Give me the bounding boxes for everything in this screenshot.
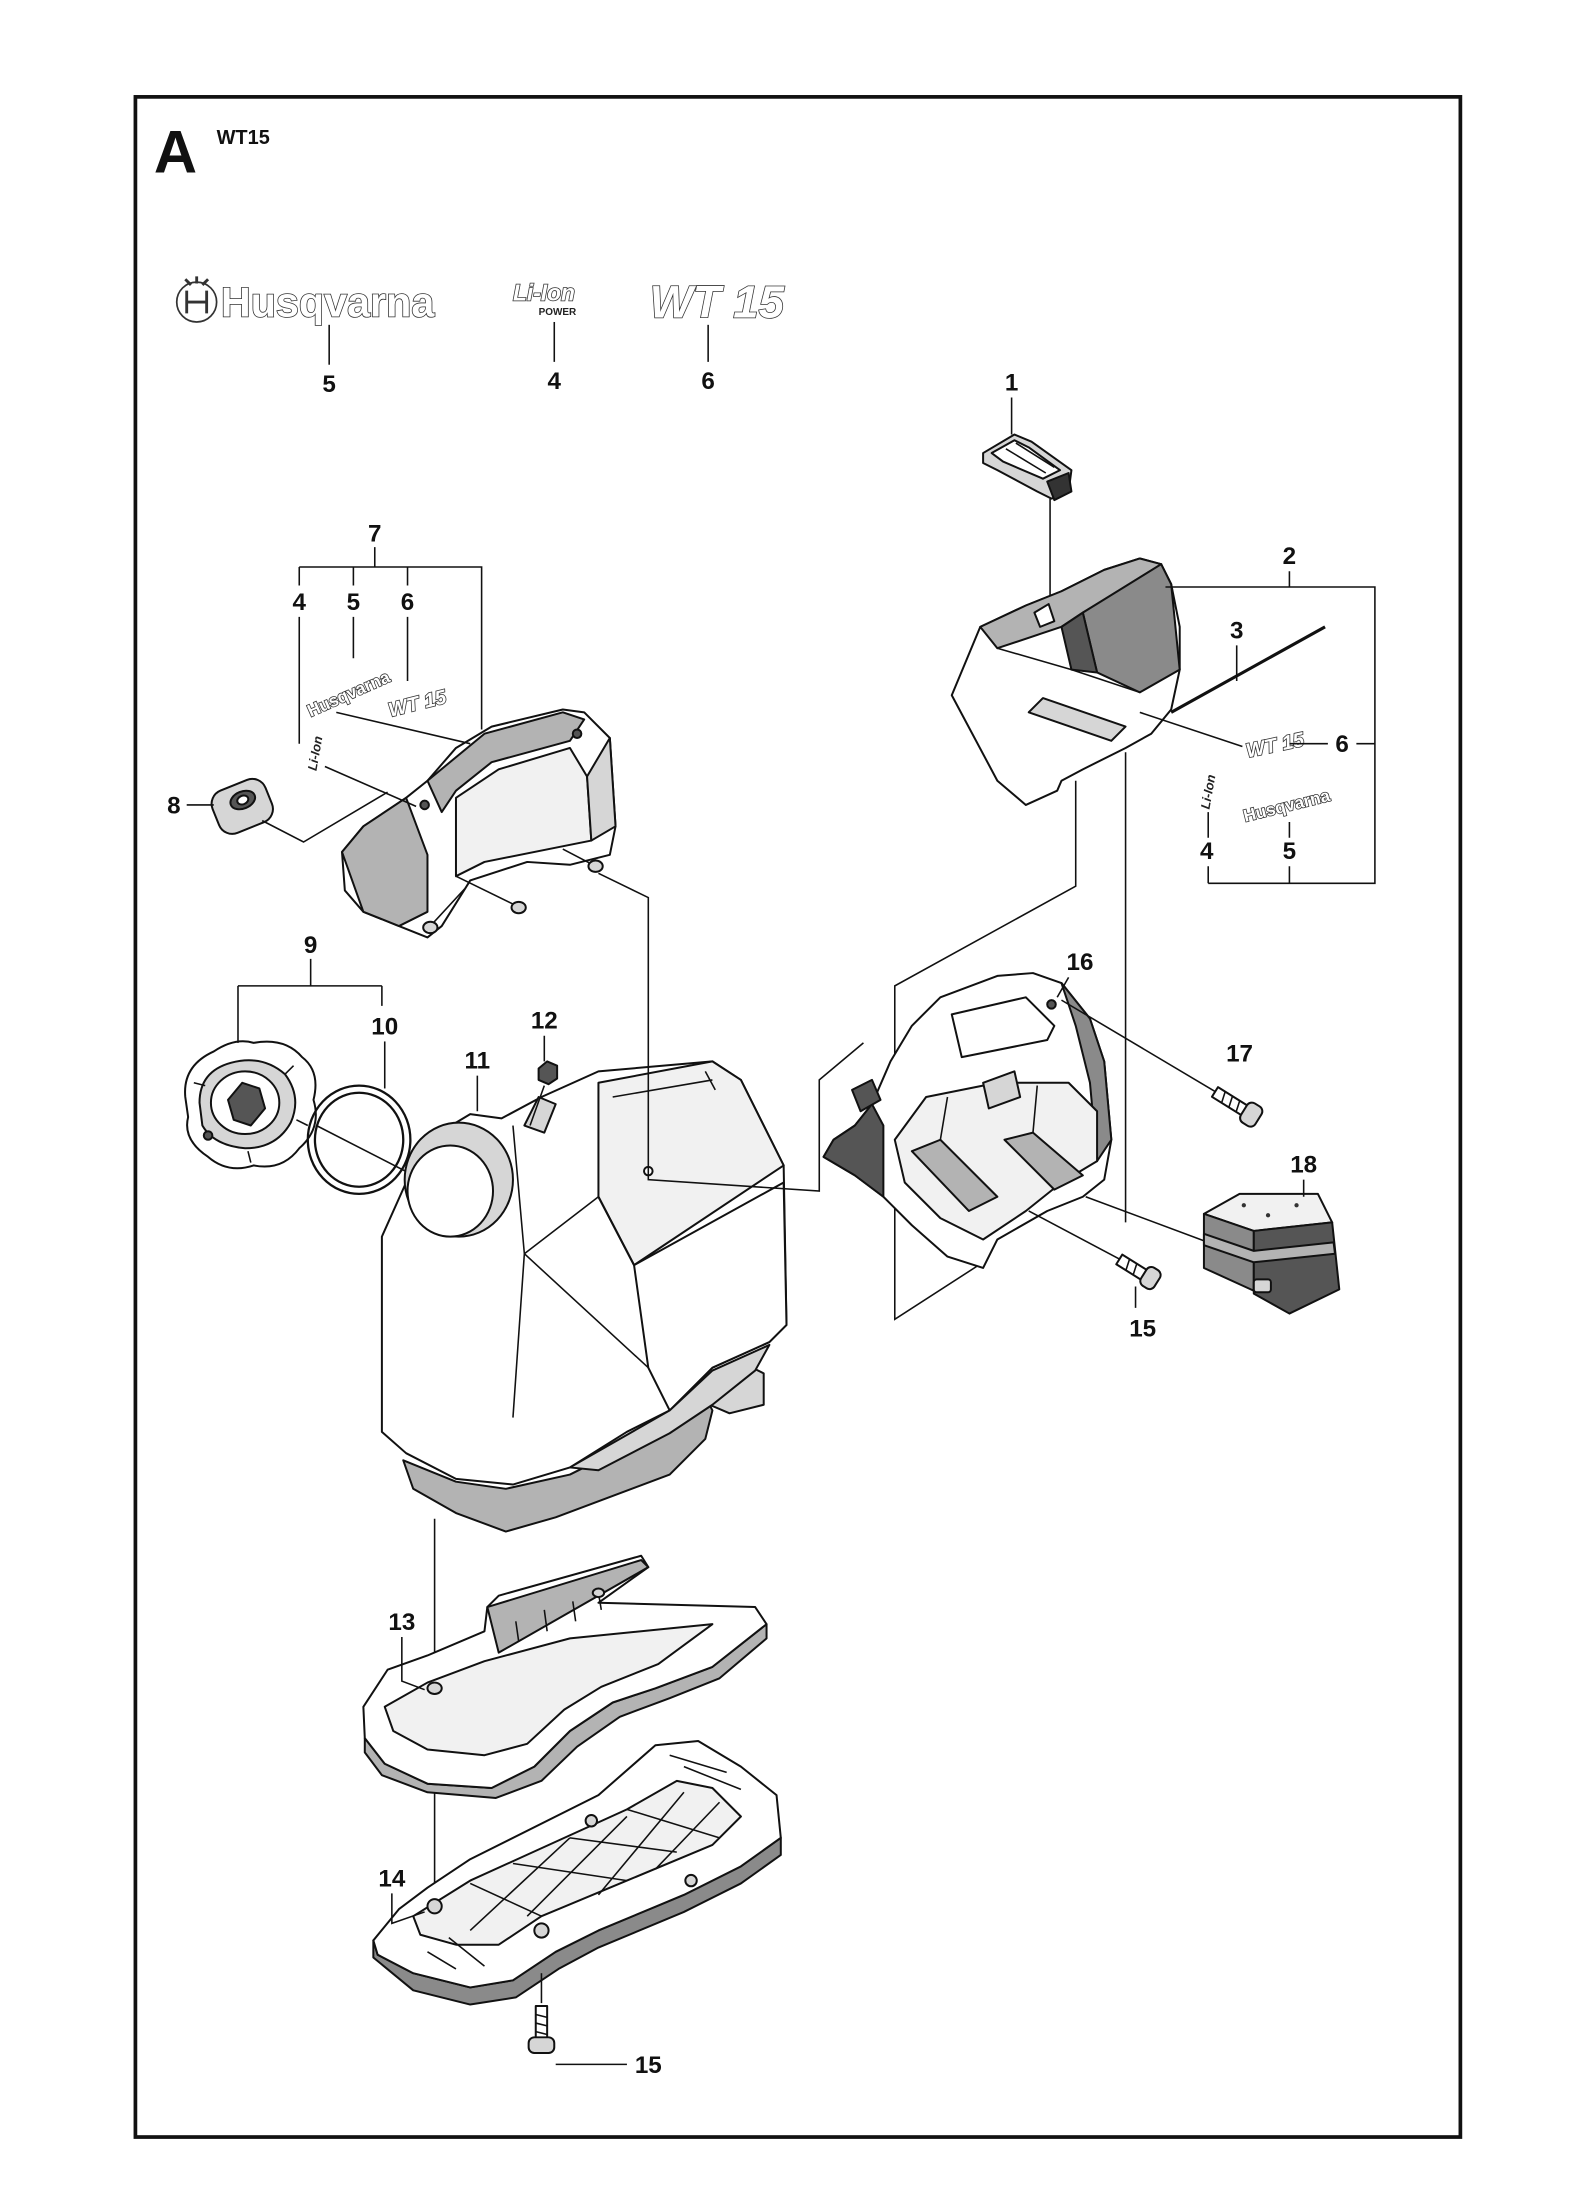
callout-part-18: 18 (1290, 1152, 1317, 1179)
part-3-rod (1170, 625, 1326, 714)
leader-line (1139, 711, 1243, 748)
diagram-frame (133, 95, 1463, 2139)
husqvarna-logo: Husqvarna (175, 276, 436, 326)
part-16-battery-holder (822, 972, 1113, 1269)
callout-part-12: 12 (531, 1008, 558, 1035)
part-2-husqvarna-decal: Husqvarna (1242, 786, 1333, 826)
part-1-clip (982, 433, 1073, 502)
callout-logo-wt15: 6 (701, 368, 714, 395)
part-7-li-ion-decal: Li-Ion (305, 735, 326, 772)
part-2-cover (950, 557, 1181, 806)
part-15-screw-bottom (527, 2004, 556, 2054)
li-ion-logo: Li-Ion POWER (512, 279, 577, 318)
part-8-button (210, 777, 274, 835)
callout-part-7-husqvarna: 5 (347, 589, 360, 616)
part-2-li-ion-decal: Li-Ion (1198, 773, 1219, 810)
callout-part-14: 14 (378, 1865, 405, 1892)
leader-line (1056, 976, 1070, 998)
leader-line (1028, 1210, 1126, 1263)
li-ion-logo-text: Li-Ion (513, 280, 575, 306)
part-12-nut (537, 1060, 559, 1086)
callout-part-16: 16 (1067, 949, 1094, 976)
assembly-line (893, 780, 1077, 1321)
leader-line (336, 711, 471, 745)
leader-line (529, 1085, 546, 1126)
callout-logo-husqvarna: 5 (322, 371, 335, 398)
part-10-o-ring (306, 1084, 412, 1196)
callout-part-7-wt15: 6 (401, 589, 414, 616)
li-ion-power-text: POWER (539, 307, 577, 318)
leader-line (1061, 999, 1221, 1095)
part-7-housing (340, 708, 617, 939)
part-18-battery (1202, 1192, 1341, 1315)
part-9-cap (184, 1040, 317, 1170)
leader-line (391, 1893, 425, 1925)
callout-part-7-li-ion: 4 (293, 589, 307, 616)
model-name: WT15 (217, 127, 270, 149)
callout-part-9: 9 (304, 932, 317, 959)
section-letter: A (154, 118, 197, 185)
callout-part-17: 17 (1226, 1040, 1253, 1067)
callout-part-2: 2 (1283, 543, 1296, 570)
part-7-wt15-decal: WT 15 (386, 686, 449, 722)
callout-logo-li-ion: 4 (548, 368, 562, 395)
callout-part-8: 8 (167, 792, 180, 819)
callout-part-11: 11 (465, 1048, 491, 1075)
husqvarna-logo-text: Husqvarna (221, 279, 435, 325)
part-2-wt15-decal: WT 15 (1244, 729, 1307, 763)
callout-part-2-li-ion: 4 (1200, 838, 1214, 865)
bracket-line (298, 547, 483, 744)
callout-part-10: 10 (371, 1013, 398, 1040)
part-13-tray (362, 1554, 768, 1799)
wt15-logo: WT 15 (650, 277, 785, 328)
callout-part-15-bottom: 15 (635, 2052, 662, 2079)
leader-line (401, 1636, 425, 1691)
callout-part-3: 3 (1230, 617, 1243, 644)
callout-part-2-wt15: 6 (1335, 731, 1348, 758)
callout-part-15-holder: 15 (1129, 1315, 1156, 1342)
part-14-base (372, 1739, 782, 2006)
callout-part-1: 1 (1005, 369, 1018, 396)
assembly-line (598, 872, 864, 1192)
leader-line (1085, 1196, 1209, 1244)
part-11-tank (380, 1060, 788, 1533)
part-17-screw (1210, 1086, 1264, 1128)
leader-line (324, 765, 417, 808)
callout-part-7: 7 (368, 520, 381, 547)
part-7-husqvarna-decal: Husqvarna (304, 667, 393, 720)
callout-part-2-husqvarna: 5 (1283, 838, 1296, 865)
leader-line (261, 791, 388, 843)
bracket-line (1165, 571, 1376, 885)
bracket-line (237, 958, 383, 1043)
part-15-screw-holder (1115, 1253, 1162, 1291)
callout-part-13: 13 (388, 1609, 415, 1636)
crown-logo-mark (184, 276, 210, 314)
